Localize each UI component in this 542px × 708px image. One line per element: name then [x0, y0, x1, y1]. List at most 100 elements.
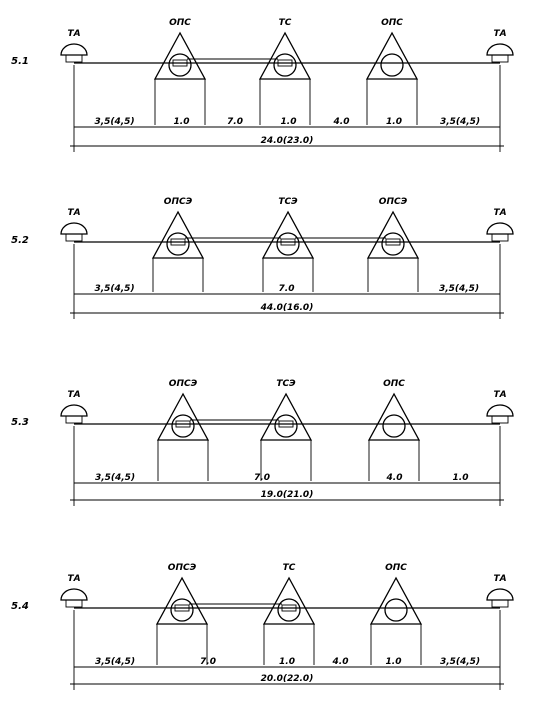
right-end-lamp-dome [486, 404, 514, 417]
right-end-lamp-base [491, 415, 509, 424]
dimension-value: 3,5(4,5) [94, 117, 134, 127]
triangle-symbol [369, 576, 423, 625]
diagram-id-label: 5.2 [11, 235, 29, 246]
left-end-label: ТА [67, 29, 80, 39]
left-end-lamp-dome [60, 404, 88, 417]
link-box [281, 604, 297, 612]
right-end-lamp-base [491, 54, 509, 63]
dimension-value: 7.0 [279, 284, 295, 294]
right-end-lamp-base [491, 599, 509, 608]
device-3: ОПС [365, 18, 419, 125]
left-end-lamp-dome [60, 43, 88, 56]
circle-symbol [273, 53, 297, 77]
diagram-id-label: 5.1 [11, 56, 29, 67]
device-label: ОПС [381, 18, 403, 28]
circle-symbol [168, 53, 192, 77]
device-label: ТСЭ [276, 379, 296, 389]
dimension-value: 7.0 [254, 473, 270, 483]
device-1: ОПСЭ [155, 563, 209, 665]
right-end-label: ТА [493, 29, 506, 39]
device-2: ТС [258, 18, 312, 125]
device-3: ОПСЭ [366, 197, 420, 292]
dimension-value: 1.0 [279, 657, 295, 667]
device-3: ОПС [367, 379, 421, 481]
dimension-value: 3,5(4,5) [440, 657, 480, 667]
left-end-lamp-dome [60, 588, 88, 601]
dimension-value: 3,5(4,5) [440, 117, 480, 127]
dimension-value: 7.0 [200, 657, 216, 667]
link-box [175, 420, 191, 428]
diagram-id-label: 5.3 [11, 417, 29, 428]
device-2: ТС [262, 563, 316, 665]
device-label: ТС [283, 563, 296, 573]
total-value: 24.0(23.0) [261, 136, 314, 146]
circle-symbol [171, 414, 195, 438]
dimension-value: 4.0 [333, 117, 350, 127]
left-end-label: ТА [67, 390, 80, 400]
total-value: 19.0(21.0) [261, 490, 314, 500]
total-value: 44.0(16.0) [260, 303, 314, 313]
device-label: ТСЭ [278, 197, 298, 207]
triangle-symbol [155, 576, 209, 625]
dimension-value: 3,5(4,5) [94, 284, 134, 294]
link-box [170, 238, 186, 246]
device-label: ОПСЭ [164, 197, 193, 207]
circle-symbol [276, 232, 300, 256]
triangle-symbol [153, 31, 207, 80]
dimension-value: 3,5(4,5) [439, 284, 479, 294]
triangle-symbol [258, 31, 312, 80]
circle-symbol [170, 598, 194, 622]
dimension-value: 4.0 [332, 657, 349, 667]
left-end-lamp-base [65, 599, 83, 608]
device-1: ОПСЭ [156, 379, 210, 481]
triangle-symbol [151, 210, 205, 259]
triangle-symbol [367, 392, 421, 441]
circle-symbol [166, 232, 190, 256]
link-box [277, 59, 293, 67]
device-label: ОПСЭ [168, 563, 197, 573]
left-end-label: ТА [67, 574, 80, 584]
dimension-value: 1.0 [453, 473, 469, 483]
dimension-value: 4.0 [386, 473, 403, 483]
link-box [174, 604, 190, 612]
device-3: ОПС [369, 563, 423, 665]
right-end-label: ТА [493, 574, 506, 584]
triangle-symbol [365, 31, 419, 80]
device-1: ОПСЭ [151, 197, 205, 292]
circle-symbol [277, 598, 301, 622]
diagram-id-label: 5.4 [11, 601, 29, 612]
triangle-symbol [261, 210, 315, 259]
device-1: ОПС [153, 18, 207, 125]
dimension-value: 1.0 [174, 117, 190, 127]
left-end-lamp-dome [60, 222, 88, 235]
circle-symbol [381, 232, 405, 256]
left-end-label: ТА [67, 208, 80, 218]
right-end-label: ТА [493, 208, 506, 218]
link-box [385, 238, 401, 246]
circle-symbol [384, 598, 408, 622]
left-end-lamp-base [65, 415, 83, 424]
link-box [172, 59, 188, 67]
triangle-symbol [366, 210, 420, 259]
link-box [278, 420, 294, 428]
triangle-symbol [156, 392, 210, 441]
dimension-value: 1.0 [386, 117, 402, 127]
device-label: ОПС [383, 379, 405, 389]
dimension-value: 3,5(4,5) [95, 473, 135, 483]
diagram-5-2: 5.2 ТА ТА ОПСЭ ТСЭ ОПСЭ 3,5(4,5) 7.0 3,5(4,5) 44.… [11, 197, 514, 319]
device-label: ОПС [385, 563, 407, 573]
dimension-value: 1.0 [281, 117, 297, 127]
device-label: ОПС [169, 18, 191, 28]
dimension-value: 3,5(4,5) [95, 657, 135, 667]
triangle-symbol [259, 392, 313, 441]
device-label: ОПСЭ [379, 197, 408, 207]
left-end-lamp-base [65, 54, 83, 63]
triangle-symbol [262, 576, 316, 625]
device-2: ТСЭ [259, 379, 313, 481]
link-box [280, 238, 296, 246]
right-end-lamp-dome [486, 43, 514, 56]
device-2: ТСЭ [261, 197, 315, 292]
